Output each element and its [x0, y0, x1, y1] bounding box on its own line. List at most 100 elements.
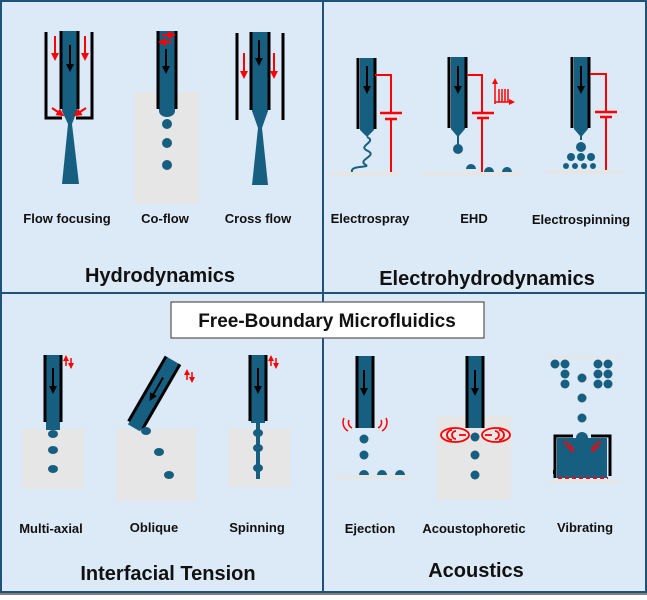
method-label: Vibrating	[557, 520, 613, 535]
chamber	[22, 429, 84, 489]
rotation-arrows-icon	[268, 355, 279, 369]
deposited-droplets	[359, 470, 405, 475]
collector	[330, 172, 400, 176]
quadrant-title: Electrohydrodynamics	[379, 268, 595, 290]
jet-whip	[350, 136, 372, 173]
cross-flow-diagram	[235, 32, 285, 185]
central-title-box: Free-Boundary Microfluidics	[170, 301, 485, 339]
taylor-cone	[360, 130, 374, 137]
meniscus	[451, 129, 465, 145]
ejecting-droplet	[576, 432, 588, 444]
chamber	[116, 429, 196, 501]
droplet	[48, 465, 58, 473]
droplet	[563, 163, 569, 169]
circuit-wire	[375, 74, 392, 172]
reservoir-fluid	[557, 438, 607, 478]
quadrant-hydrodynamics: Flow focusing Co-flow Cross flow Hydrody…	[23, 31, 292, 287]
flow-arrow-icon	[149, 377, 164, 402]
droplet	[453, 144, 463, 154]
droplet	[470, 432, 480, 442]
forming-droplet	[46, 418, 60, 430]
droplet	[590, 163, 596, 169]
droplet	[162, 160, 172, 170]
collector	[545, 170, 625, 174]
sound-wave-icon	[342, 417, 388, 432]
fluid-core	[360, 58, 374, 130]
bead	[253, 429, 263, 437]
flow-focusing-diagram	[44, 31, 94, 184]
circuit-wire	[590, 73, 607, 170]
method-label: Multi-axial	[19, 521, 83, 536]
fluid-core	[62, 31, 77, 111]
method-label: Cross flow	[225, 211, 292, 226]
method-label: EHD	[460, 211, 487, 226]
focusing-arrow-icon	[51, 107, 65, 117]
taylor-cone	[574, 129, 588, 140]
oblique-diagram	[116, 355, 196, 501]
quadrant-title: Acoustics	[428, 560, 524, 582]
forming-droplet	[159, 105, 175, 117]
jet	[252, 111, 268, 185]
title-box	[170, 301, 485, 339]
pulse-waveform-icon	[492, 78, 515, 105]
vibrating-diagram	[548, 356, 622, 483]
droplet	[359, 450, 369, 460]
sound-wave-icon	[562, 441, 603, 453]
substrate	[422, 172, 522, 176]
quadrant-title: Hydrodynamics	[85, 265, 235, 287]
deposited-droplets	[466, 164, 512, 172]
droplet	[48, 430, 58, 438]
collected-droplets	[550, 359, 613, 389]
substrate	[336, 475, 410, 479]
capillary-wall	[127, 355, 168, 423]
method-label: Co-flow	[141, 211, 190, 226]
method-label: Spinning	[229, 520, 285, 535]
droplet	[164, 471, 174, 479]
droplet	[470, 470, 480, 480]
droplet	[48, 446, 58, 454]
droplet	[577, 373, 587, 383]
method-label: Flow focusing	[23, 211, 110, 226]
droplet	[141, 427, 151, 435]
droplet	[577, 413, 587, 423]
droplet	[359, 434, 369, 444]
droplet	[162, 119, 172, 129]
circuit-wire	[467, 74, 483, 172]
method-label: Acoustophoretic	[422, 521, 525, 536]
droplet	[576, 142, 586, 152]
quadrant-interfacial-tension: Multi-axial Oblique Spinning Interfacial…	[19, 355, 290, 585]
focusing-arrow-icon	[73, 107, 87, 117]
collector-plate	[548, 356, 620, 359]
quadrant-electrohydrodynamics: Electrospray EHD Electrospinning Electro…	[330, 57, 630, 290]
main-title: Free-Boundary Microfluidics	[198, 311, 456, 332]
droplet	[577, 153, 585, 161]
wall-gap	[553, 470, 556, 474]
sound-wave-icon	[440, 427, 511, 443]
droplet	[567, 153, 575, 161]
electrospray-diagram	[330, 58, 402, 176]
method-label: Ejection	[345, 521, 396, 536]
base	[548, 480, 622, 483]
method-label: Electrospinning	[532, 212, 630, 227]
capillary-wall	[141, 363, 182, 431]
rotation-arrows-icon	[184, 369, 195, 383]
reservoir-wall	[553, 434, 612, 478]
droplet	[577, 393, 587, 403]
rotation-arrows-icon	[63, 355, 74, 369]
ejection-diagram	[336, 356, 410, 479]
ehd-diagram	[422, 57, 522, 176]
method-label: Oblique	[130, 520, 178, 535]
electrospinning-diagram	[545, 57, 625, 174]
droplet	[470, 450, 480, 460]
droplet	[154, 448, 164, 456]
focused-jet	[62, 111, 79, 184]
fluid-core	[252, 32, 268, 111]
droplet	[587, 153, 595, 161]
method-label: Electrospray	[331, 211, 411, 226]
droplet	[162, 138, 172, 148]
multi-axial-diagram	[22, 355, 84, 489]
co-flow-diagram	[134, 31, 199, 204]
outer-capillary-right	[76, 32, 94, 120]
quadrant-title: Interfacial Tension	[80, 563, 255, 585]
